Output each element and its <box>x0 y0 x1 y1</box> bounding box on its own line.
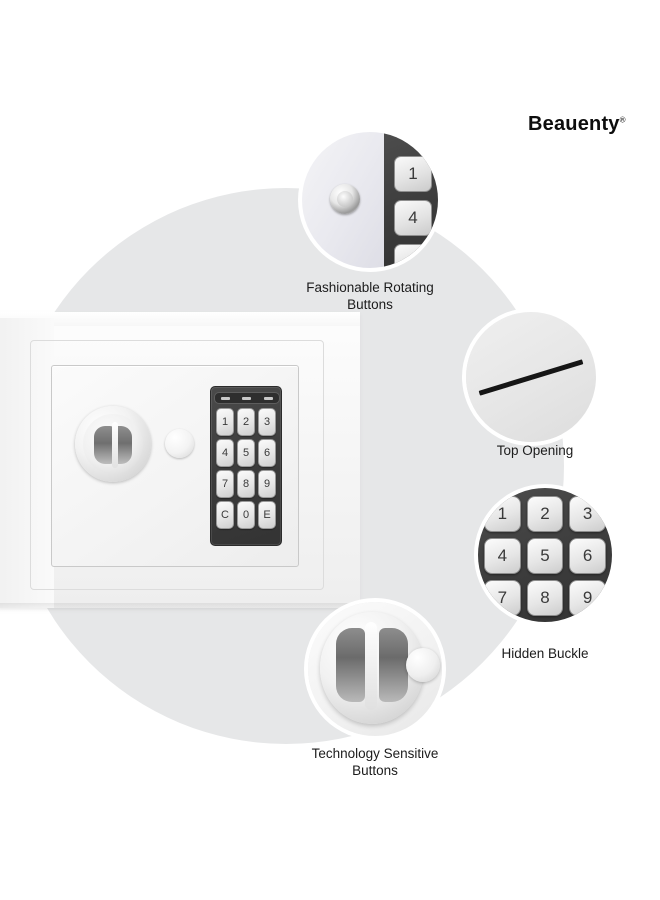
keypad-key: 8 <box>237 470 255 498</box>
callout-hidden-buckle: 1 2 3 4 5 6 7 8 9 <box>478 488 612 622</box>
registered-trademark-icon: ® <box>619 115 626 125</box>
keypad-key: 0 <box>237 501 255 529</box>
callout-rotating-buttons: 1 4 7 <box>302 132 438 268</box>
keypad-key: 7 <box>216 470 234 498</box>
callout-key: 7 <box>484 580 521 616</box>
safe-ground-shadow <box>0 603 360 611</box>
keypad-key: 2 <box>237 408 255 436</box>
keypad-key: C <box>216 501 234 529</box>
led-indicator <box>242 396 252 400</box>
safe-product: 1 2 3 4 5 6 7 8 9 C 0 E <box>0 312 360 611</box>
safe-door: 1 2 3 4 5 6 7 8 9 C 0 E <box>51 365 299 567</box>
callout-top-opening <box>466 312 596 442</box>
door-button <box>165 429 194 458</box>
callout-key: 6 <box>569 538 606 574</box>
callout-key: 1 <box>394 156 432 192</box>
led-indicator <box>221 396 231 400</box>
keypad: 1 2 3 4 5 6 7 8 9 C 0 E <box>210 386 282 546</box>
keypad-key: 3 <box>258 408 276 436</box>
keypad-grid: 1 2 3 4 5 6 7 8 9 C 0 E <box>214 408 278 529</box>
callout-keypad-grid: 1 2 3 4 5 6 7 8 9 <box>484 496 606 616</box>
rotating-knob <box>75 406 151 482</box>
led-indicator <box>263 396 273 400</box>
keyhole-cutout-left <box>94 426 114 464</box>
led-indicator-strip <box>214 392 280 404</box>
keyhole-cutout-right <box>379 628 408 702</box>
callout-label-top-opening: Top Opening <box>496 443 574 458</box>
callout-label-sensitive-buttons: Technology Sensitive Buttons <box>311 746 439 778</box>
keypad-key: 5 <box>237 439 255 467</box>
callout-key: 5 <box>526 538 564 574</box>
keypad-key: 6 <box>258 439 276 467</box>
keyhole-cutout-left <box>336 628 365 702</box>
callout-key: 8 <box>526 580 564 616</box>
callout-sensitive-buttons <box>308 602 442 736</box>
callout-keypad-edge: 1 4 7 <box>384 132 438 268</box>
safe-side-face <box>0 318 54 608</box>
keyhole-center-bar <box>365 622 377 710</box>
brand-name: Beauenty <box>528 113 620 135</box>
callout-key: 2 <box>526 496 564 532</box>
keypad-key: 9 <box>258 470 276 498</box>
callout-label-rotating-buttons: Fashionable Rotating Buttons <box>306 280 434 312</box>
knob-inner-face <box>83 414 143 474</box>
keypad-key: E <box>258 501 276 529</box>
top-opening-slot <box>478 359 584 396</box>
callout-key: 3 <box>569 496 606 532</box>
keypad-key: 1 <box>216 408 234 436</box>
chrome-rotating-button <box>330 184 360 214</box>
callout-key: 4 <box>394 200 432 236</box>
callout-door-button <box>406 648 440 682</box>
callout-key: 4 <box>484 538 521 574</box>
keyhole-center-bar <box>112 422 118 468</box>
callout-key: 1 <box>484 496 521 532</box>
safe-top-face <box>0 312 360 326</box>
callout-key: 9 <box>569 580 606 616</box>
keypad-key: 4 <box>216 439 234 467</box>
safe-front-frame <box>30 340 324 590</box>
callout-label-hidden-buckle: Hidden Buckle <box>501 646 589 661</box>
brand-logo: Beauenty® <box>528 113 626 136</box>
callout-key: 7 <box>394 244 432 268</box>
